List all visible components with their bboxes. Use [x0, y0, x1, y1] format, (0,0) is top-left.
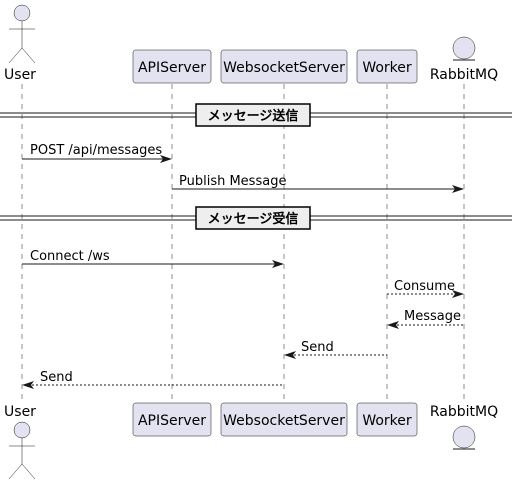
message-label-consume: Consume: [394, 279, 455, 294]
message-post: POST /api/messages: [22, 143, 172, 163]
divider-label-receive: メッセージ受信: [208, 211, 299, 227]
participant-websocketserver-bottom: WebsocketServer: [220, 402, 348, 437]
participant-label-rabbitmq-bottom: RabbitMQ: [430, 404, 498, 420]
participant-label-apiserver-top: APIServer: [138, 60, 206, 76]
arrowhead-icon: [284, 351, 296, 359]
participant-rabbitmq-bottom: RabbitMQ: [430, 404, 498, 450]
divider-send: メッセージ送信: [0, 103, 512, 127]
participant-apiserver-bottom: APIServer: [132, 402, 212, 437]
participant-label-user-bottom: User: [4, 404, 36, 420]
actor-head-icon: [13, 421, 31, 439]
message-label-message: Message: [404, 309, 461, 324]
participant-label-websocketserver-top: WebsocketServer: [223, 60, 345, 76]
participant-label-websocketserver-bottom: WebsocketServer: [223, 413, 345, 429]
message-connect: Connect /ws: [22, 249, 284, 268]
actor-head-icon: [13, 4, 31, 22]
arrowhead-icon: [160, 155, 172, 163]
message-label-send-user: Send: [40, 370, 73, 385]
entity-icon: [452, 425, 476, 449]
participant-label-user-top: User: [4, 67, 36, 83]
message-label-publish: Publish Message: [179, 174, 286, 189]
message-publish: Publish Message: [172, 174, 464, 193]
participant-worker-top: Worker: [356, 49, 418, 84]
message-consume: Consume: [387, 279, 464, 298]
arrowhead-icon: [452, 290, 464, 298]
message-label-connect: Connect /ws: [30, 249, 110, 264]
message-message: Message: [387, 309, 464, 329]
actor-user-bottom: User: [4, 404, 36, 480]
arrowhead-icon: [22, 381, 34, 389]
entity-icon: [452, 36, 476, 60]
divider-label-send: メッセージ送信: [208, 108, 299, 124]
participant-websocketserver-top: WebsocketServer: [220, 49, 348, 84]
message-label-send-ws: Send: [301, 340, 334, 355]
participant-worker-bottom: Worker: [356, 402, 418, 437]
participant-label-rabbitmq-top: RabbitMQ: [430, 67, 498, 83]
participant-label-apiserver-bottom: APIServer: [138, 413, 206, 429]
participant-rabbitmq-top: RabbitMQ: [430, 36, 498, 83]
arrowhead-icon: [272, 260, 284, 268]
participant-label-worker-top: Worker: [362, 60, 412, 76]
arrowhead-icon: [452, 185, 464, 193]
participant-label-worker-bottom: Worker: [362, 413, 412, 429]
actor-user-top: User: [4, 4, 36, 83]
participant-apiserver-top: APIServer: [132, 49, 212, 84]
divider-receive: メッセージ受信: [0, 206, 512, 230]
message-label-post: POST /api/messages: [30, 143, 162, 158]
message-send-ws: Send: [284, 340, 387, 359]
message-send-user: Send: [22, 370, 284, 389]
arrowhead-icon: [387, 321, 399, 329]
